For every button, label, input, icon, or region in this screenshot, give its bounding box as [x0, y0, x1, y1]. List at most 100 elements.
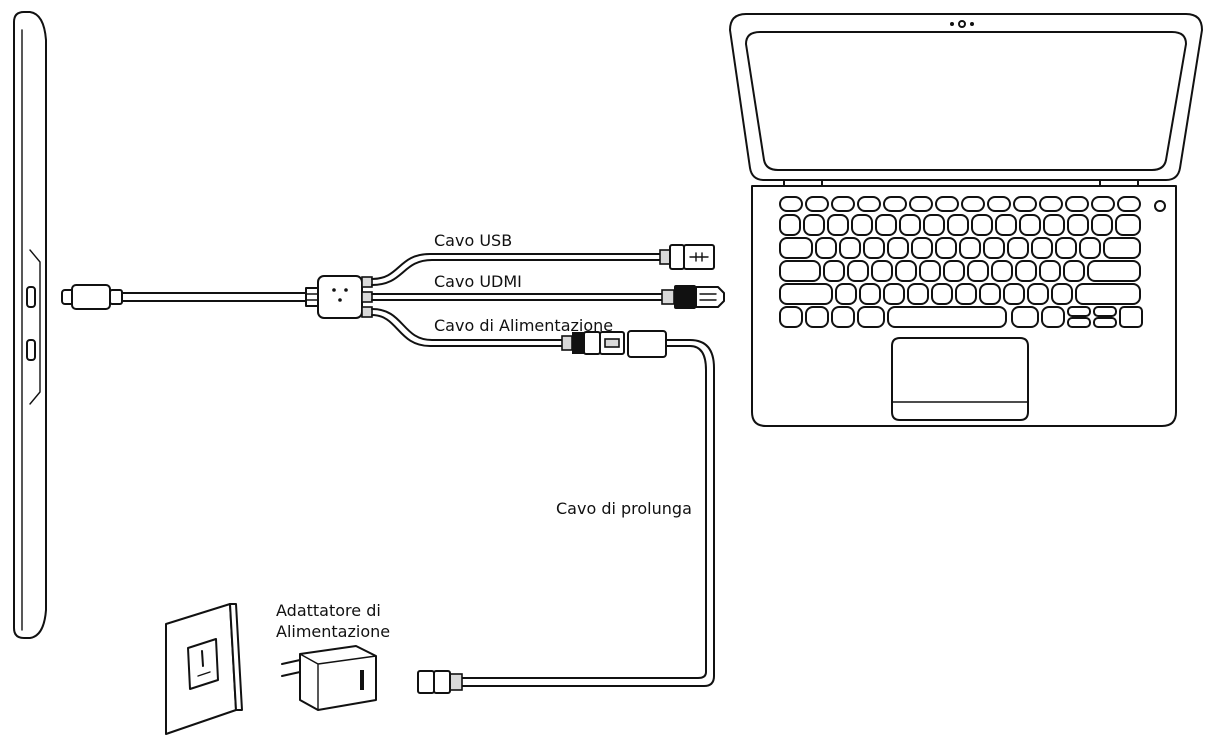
keyboard-key [835, 283, 857, 305]
keyboard-key [1019, 214, 1041, 236]
keyboard-key [883, 196, 907, 212]
keyboard-key [803, 214, 825, 236]
keyboard-key [991, 260, 1013, 282]
keyboard-key [887, 237, 909, 259]
keyboard-key [779, 306, 803, 328]
udmi-cable [371, 293, 663, 301]
keyboard-key [1051, 283, 1073, 305]
keyboard-key [815, 237, 837, 259]
extension-cable-socket [627, 330, 667, 358]
keyboard-key [931, 283, 953, 305]
keyboard-key [1043, 214, 1065, 236]
keyboard-key [1075, 283, 1141, 305]
keyboard-key [1117, 196, 1141, 212]
keyboard-arrow-key [1093, 317, 1117, 328]
keyboard-key [987, 196, 1011, 212]
label-usb-cable: Cavo USB [434, 231, 512, 250]
keyboard-key [935, 196, 959, 212]
keyboard-key [1027, 283, 1049, 305]
usb-c-port-top [26, 286, 36, 308]
keyboard-key [947, 214, 969, 236]
extension-cable [417, 330, 715, 694]
keyboard-key [1103, 237, 1141, 259]
keyboard-key [779, 237, 813, 259]
hdmi-plug [661, 285, 725, 309]
keyboard-key [899, 214, 921, 236]
keyboard-key [831, 196, 855, 212]
keyboard-key [839, 237, 861, 259]
keyboard-key [911, 237, 933, 259]
label-udmi-cable: Cavo UDMI [434, 272, 522, 291]
keyboard-key [779, 283, 833, 305]
keyboard-key [827, 214, 849, 236]
laptop-touchpad [891, 337, 1029, 421]
keyboard-key [1011, 306, 1039, 328]
keyboard-key [875, 214, 897, 236]
keyboard-key [1013, 196, 1037, 212]
keyboard-key [1055, 237, 1077, 259]
keyboard-key [935, 237, 957, 259]
power-usb-plug [561, 331, 625, 355]
keyboard-key [871, 260, 893, 282]
keyboard-key [779, 214, 801, 236]
keyboard-key [779, 260, 821, 282]
keyboard-key [857, 196, 881, 212]
keyboard-key [1087, 260, 1141, 282]
keyboard-key [887, 306, 1007, 328]
keyboard-key [883, 283, 905, 305]
keyboard-key [1115, 214, 1141, 236]
label-power-cable: Cavo di Alimentazione [434, 316, 613, 335]
keyboard-key [805, 196, 829, 212]
keyboard-arrow-key [1093, 306, 1117, 317]
power-cable [371, 308, 563, 347]
label-extension-cable: Cavo di prolunga [556, 499, 692, 518]
keyboard-key [895, 260, 917, 282]
keyboard-key [1091, 214, 1113, 236]
power-adapter [281, 645, 377, 711]
keyboard-key [907, 283, 929, 305]
keyboard-key [961, 196, 985, 212]
pen-display-side-view [13, 11, 47, 639]
keyboard-key [923, 214, 945, 236]
keyboard-key [995, 214, 1017, 236]
keyboard-key [919, 260, 941, 282]
main-cable [121, 292, 307, 302]
keyboard-key [1007, 237, 1029, 259]
keyboard-key [1039, 260, 1061, 282]
keyboard-key [779, 196, 803, 212]
keyboard-key [1091, 196, 1115, 212]
keyboard-key [1079, 237, 1101, 259]
keyboard-key [1063, 260, 1085, 282]
laptop [729, 13, 1203, 427]
usb-c-port-bottom [26, 339, 36, 361]
keyboard-key [847, 260, 869, 282]
label-power-adapter-line1: Adattatore di [276, 601, 381, 620]
keyboard-key [831, 306, 855, 328]
keyboard-key [967, 260, 989, 282]
keyboard-key [943, 260, 965, 282]
keyboard-arrow-key [1067, 306, 1091, 317]
keyboard-key [909, 196, 933, 212]
usb-c-plug [61, 284, 123, 310]
keyboard-key [971, 214, 993, 236]
keyboard-key [823, 260, 845, 282]
keyboard-key [851, 214, 873, 236]
usb-cable [371, 253, 661, 286]
usb-a-plug [659, 244, 715, 270]
keyboard-key [983, 237, 1005, 259]
keyboard-key [1003, 283, 1025, 305]
webcam-icon [950, 20, 974, 28]
keyboard-key [1031, 237, 1053, 259]
keyboard-arrow-key [1119, 306, 1143, 328]
keyboard-key [1067, 214, 1089, 236]
keyboard-key [1041, 306, 1065, 328]
keyboard-arrow-key [1067, 317, 1091, 328]
keyboard-key [859, 283, 881, 305]
keyboard-key [1039, 196, 1063, 212]
splitter-hub [305, 275, 373, 319]
laptop-keyboard [779, 196, 1143, 328]
label-power-adapter-line2: Alimentazione [276, 622, 390, 641]
keyboard-key [979, 283, 1001, 305]
keyboard-key [955, 283, 977, 305]
